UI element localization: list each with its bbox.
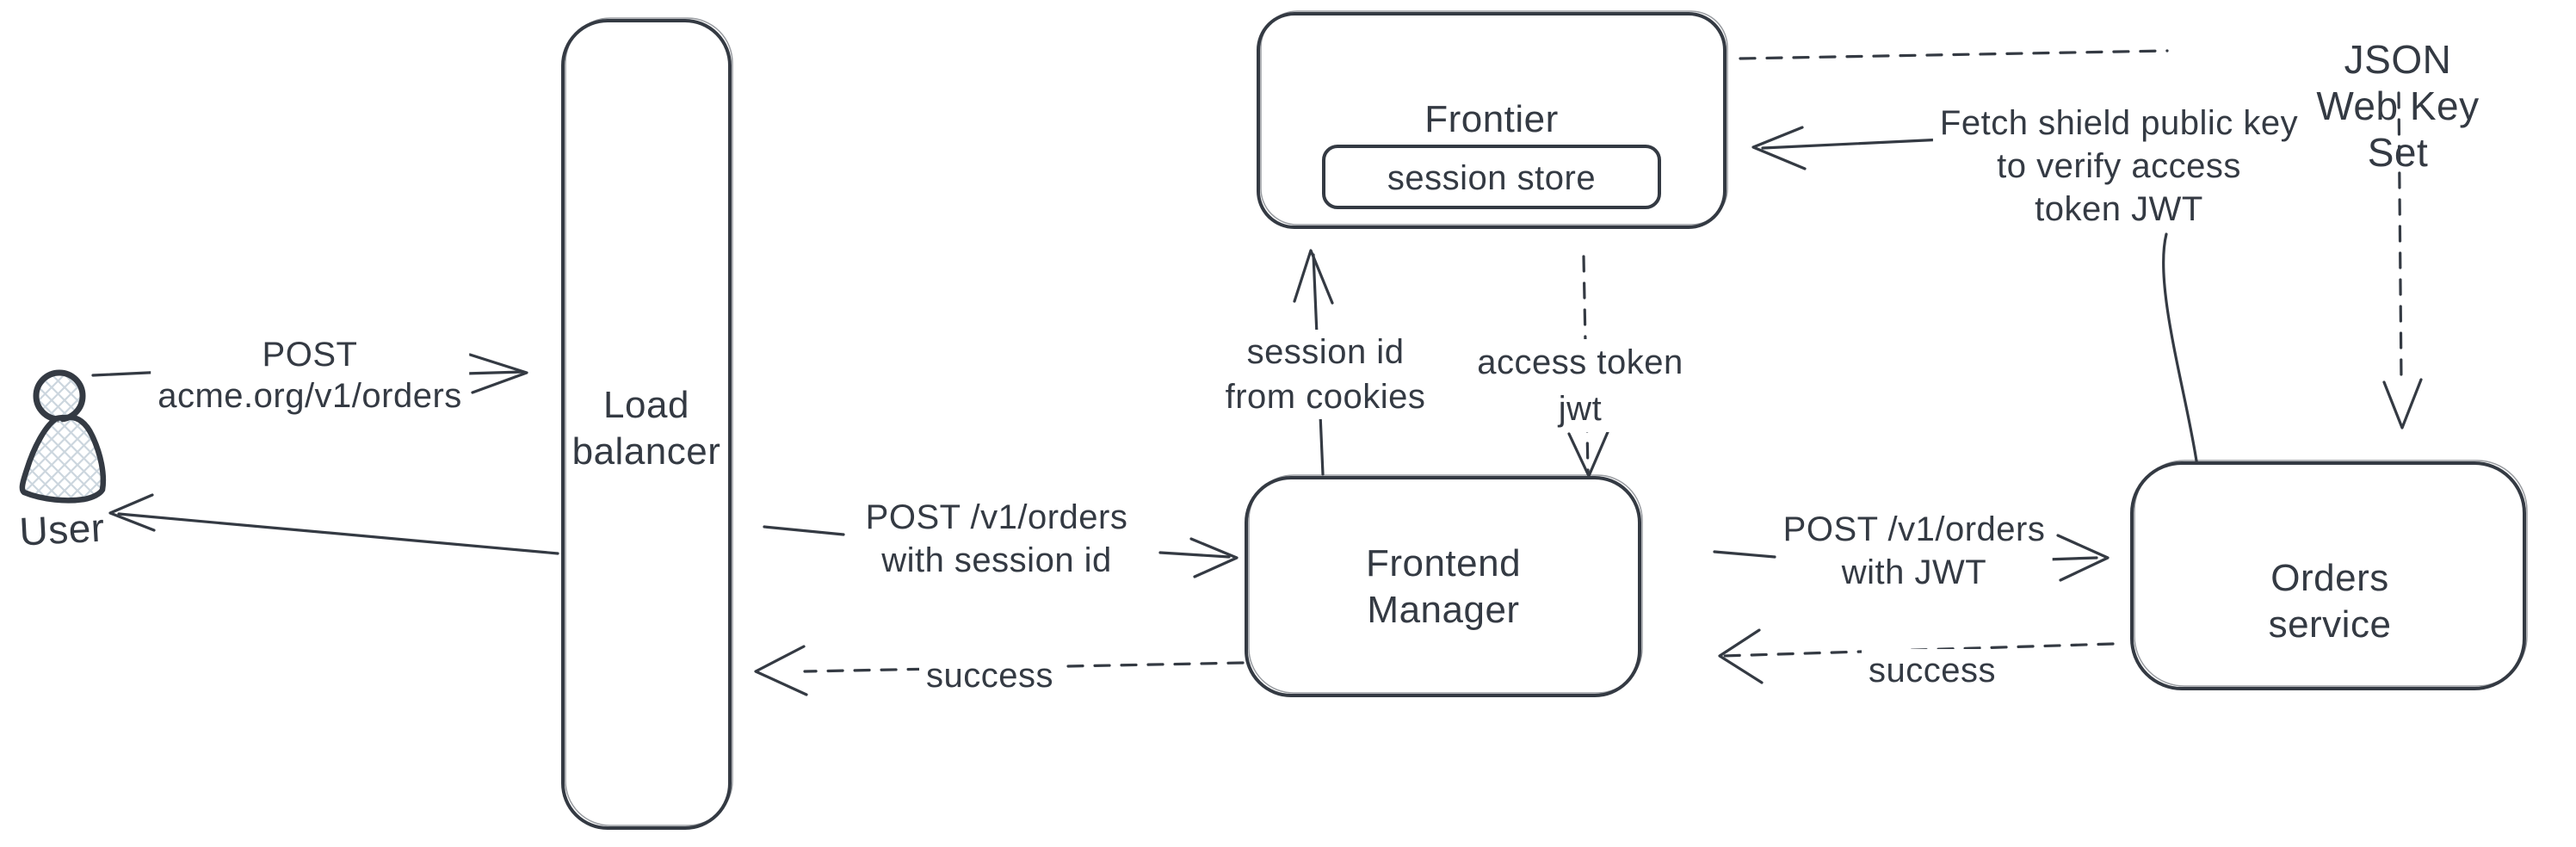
edge-label-success-left: success [919, 654, 1060, 697]
load-balancer-box-sketch [565, 17, 733, 826]
frontier-label: Frontier [1424, 98, 1559, 140]
edge-label-access-token-jwt: access token jwt [1470, 339, 1690, 432]
orders-service-box [2130, 461, 2526, 690]
user-body-icon [19, 414, 107, 504]
arrowhead-down-icon [2382, 378, 2423, 430]
line-frontier-to-jwks [1739, 49, 2169, 60]
arrowhead-left-icon [108, 493, 156, 532]
arrow-jwks-to-orders-service [2382, 91, 2423, 430]
edge-label-success-right: success [1862, 649, 2003, 692]
edge-label-post-orders-session-id: POST /v1/orders with session id [858, 496, 1135, 582]
arrowhead-right-icon [468, 353, 528, 394]
frontend-manager-box [1245, 476, 1641, 697]
arrow-orders-service-to-frontier [1751, 126, 2199, 468]
edge-label-fetch-shield-public-key: Fetch shield public key to verify access… [1932, 102, 2306, 231]
arrowhead-left-icon [1718, 628, 1764, 684]
arrowhead-right-icon [1189, 537, 1239, 578]
orders-service-box-sketch [2134, 460, 2528, 687]
edge-label-post-orders-jwt: POST /v1/orders with JWT [1776, 508, 2053, 594]
frontend-manager-box-sketch [1248, 474, 1643, 694]
user-head-icon [33, 369, 86, 423]
session-store-box [1322, 145, 1661, 209]
arrowhead-right-icon [2056, 534, 2110, 582]
frontier-box-sketch [1260, 10, 1728, 226]
arrow-load-balancer-to-user [108, 493, 559, 555]
edge-label-post-acme-orders: POST acme.org/v1/orders [151, 334, 469, 417]
load-balancer-box [561, 19, 732, 830]
arrowhead-left-icon [1751, 126, 1807, 170]
user-label: User [18, 504, 106, 554]
arrow-load-balancer-to-frontend-manager [763, 525, 1239, 578]
user-icon [19, 369, 107, 504]
frontend-manager-label: Frontend Manager [1365, 542, 1522, 631]
orders-service-label: Orders service [2268, 557, 2392, 646]
arrowhead-up-icon [1293, 249, 1334, 305]
edge-label-session-id-from-cookies: session id from cookies [1218, 330, 1433, 419]
load-balancer-label: Load balancer [571, 384, 721, 473]
json-web-key-set-label: JSON Web Key Set [2316, 37, 2480, 175]
arrowhead-left-icon [754, 645, 808, 696]
session-store-label: session store [1387, 159, 1597, 197]
